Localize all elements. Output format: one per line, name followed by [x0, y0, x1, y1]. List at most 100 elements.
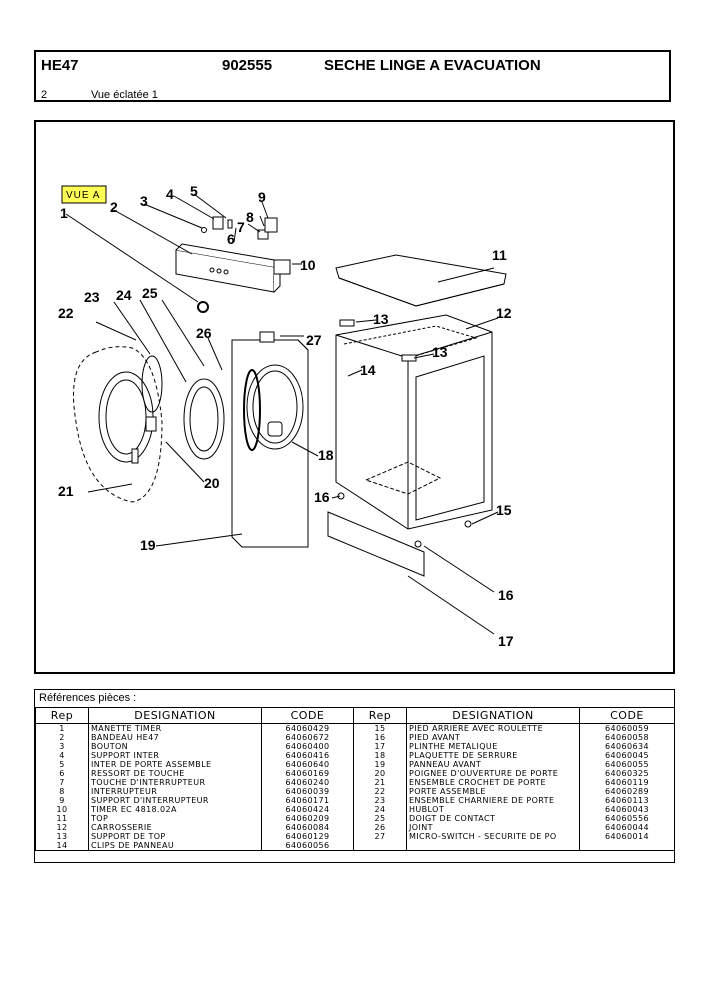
callout-label: 2 [110, 199, 118, 215]
vue-a-tag-label: VUE A [66, 190, 100, 201]
table-cell: SUPPORT DE TOP [88, 832, 262, 841]
table-cell: 64060429 [261, 723, 354, 733]
column-header: Rep [35, 707, 89, 724]
table-cell: PANNEAU AVANT [406, 760, 580, 769]
callout-label: 23 [84, 289, 100, 305]
table-cell: 3 [35, 742, 89, 751]
callout-label: 14 [360, 362, 376, 378]
table-cell: 15 [353, 723, 407, 733]
table-cell: 64060400 [261, 742, 354, 751]
callout-label: 1 [60, 205, 68, 221]
column-header: DESIGNATION [88, 707, 262, 724]
callout-label: 5 [190, 183, 198, 199]
callout-label: 8 [246, 209, 254, 225]
table-cell: 23 [353, 796, 407, 805]
table-cell: 17 [353, 742, 407, 751]
callout-label: 16 [498, 587, 514, 603]
table-cell: 64060556 [579, 814, 675, 823]
callout-label: 22 [58, 305, 74, 321]
callout-label: 24 [116, 287, 132, 303]
table-cell: 18 [353, 751, 407, 760]
table-cell: 27 [353, 832, 407, 841]
callout-label: 21 [58, 483, 74, 499]
table-cell: 64060119 [579, 778, 675, 787]
callout-label: 26 [196, 325, 212, 341]
table-cell: SUPPORT INTER [88, 751, 262, 760]
callout-label: 11 [492, 247, 507, 263]
column-header: CODE [579, 707, 675, 724]
exploded-view-diagram: VUE A 1 2 3 4 5 6 7 8 9 10 11 12 13 13 1… [34, 120, 675, 674]
callout-label: 9 [258, 189, 266, 205]
table-cell: 64060058 [579, 733, 675, 742]
parts-reference: Références pièces : Rep DESIGNATION CODE… [34, 689, 675, 863]
document-header: HE47 902555 SECHE LINGE A EVACUATION 2 V… [34, 50, 671, 102]
table-cell: BANDEAU HE47 [88, 733, 262, 742]
table-cell: 64060171 [261, 796, 354, 805]
table-cell: 10 [35, 805, 89, 814]
table-cell [406, 841, 580, 851]
table-cell: ENSEMBLE CROCHET DE PORTE [406, 778, 580, 787]
callout-label: 18 [318, 447, 334, 463]
table-cell: 64060325 [579, 769, 675, 778]
table-cell: INTER DE PORTE ASSEMBLE [88, 760, 262, 769]
table-cell: JOINT [406, 823, 580, 832]
column-header: DESIGNATION [406, 707, 580, 724]
callout-label: 17 [498, 633, 514, 649]
table-header-row: Rep DESIGNATION CODE Rep DESIGNATION COD… [35, 707, 675, 724]
callout-label: 7 [237, 219, 245, 235]
table-cell: 26 [353, 823, 407, 832]
table-cell: 64060059 [579, 723, 675, 733]
callout-label: 6 [227, 231, 235, 247]
table-cell: 64060424 [261, 805, 354, 814]
callout-label: 20 [204, 475, 220, 491]
table-cell: 6 [35, 769, 89, 778]
table-cell: TIMER EC 4818.02A [88, 805, 262, 814]
table-cell: 8 [35, 787, 89, 796]
table-cell: PLAQUETTE DE SERRURE [406, 751, 580, 760]
callout-label: 19 [140, 537, 156, 553]
parts-caption: Références pièces : [39, 692, 137, 704]
table-cell: TOUCHE D'INTERRUPTEUR [88, 778, 262, 787]
table-cell: 14 [35, 841, 89, 851]
table-cell: 24 [353, 805, 407, 814]
table-cell: 64060039 [261, 787, 354, 796]
table-cell: 25 [353, 814, 407, 823]
table-cell: 64060240 [261, 778, 354, 787]
table-cell: CARROSSERIE [88, 823, 262, 832]
table-cell: ENSEMBLE CHARNIERE DE PORTE [406, 796, 580, 805]
table-cell: DOIGT DE CONTACT [406, 814, 580, 823]
table-cell: INTERRUPTEUR [88, 787, 262, 796]
table-cell: 16 [353, 733, 407, 742]
table-cell: 21 [353, 778, 407, 787]
callout-label: 15 [496, 502, 512, 518]
callout-label: 10 [300, 257, 316, 273]
view-title: Vue éclatée 1 [91, 89, 158, 101]
table-cell: PLINTHE METALIQUE [406, 742, 580, 751]
table-cell: 7 [35, 778, 89, 787]
callout-label: 12 [496, 305, 512, 321]
callout-label: 4 [166, 186, 174, 202]
table-cell: 13 [35, 832, 89, 841]
table-cell: CLIPS DE PANNEAU [88, 841, 262, 851]
table-cell: MANETTE TIMER [88, 723, 262, 733]
table-cell: PIED AVANT [406, 733, 580, 742]
table-cell: 1 [35, 723, 89, 733]
table-cell: 64060014 [579, 832, 675, 841]
vue-a-tag-box [61, 185, 107, 204]
table-cell: 64060084 [261, 823, 354, 832]
callout-label: 13 [432, 344, 448, 360]
table-cell: 64060416 [261, 751, 354, 760]
table-cell: 64060113 [579, 796, 675, 805]
table-cell: 64060055 [579, 760, 675, 769]
table-cell: 11 [35, 814, 89, 823]
table-cell [579, 841, 675, 851]
table-cell: HUBLOT [406, 805, 580, 814]
table-cell: 64060043 [579, 805, 675, 814]
